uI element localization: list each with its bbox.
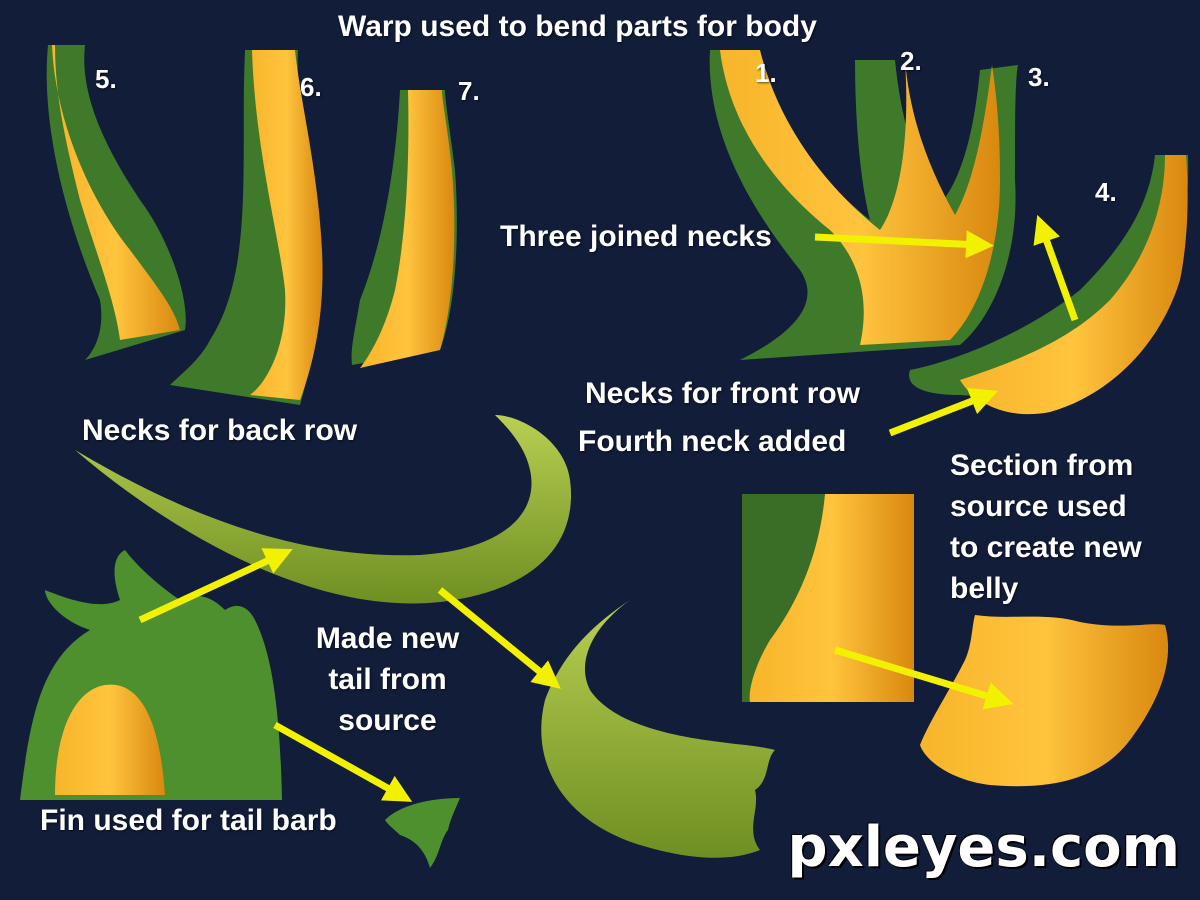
arrows [138,214,1079,802]
arrow-fourth-neck [888,388,999,437]
label-number-4: 4. [1095,177,1117,207]
label-number-6: 6. [300,72,322,102]
label-necks-back-row: Necks for back row [82,414,358,447]
arrow-fin-barb [273,721,413,802]
arrow-three-necks [814,230,994,259]
necks-1-2-3 [709,50,1018,360]
arrow-tail-down [437,587,561,689]
neck-7 [351,90,457,368]
label-number-3: 3. [1028,62,1050,92]
neck-4 [909,155,1189,415]
arrow-neck-4-up [1033,214,1079,322]
label-number-2: 2. [900,46,922,76]
source-tail-shape [75,415,572,604]
made-new-tail-line-3: source [338,704,437,737]
label-necks-front-row: Necks for front row [585,377,861,410]
label-fin-tail-barb: Fin used for tail barb [40,804,337,837]
arrow-tail-up [138,548,293,624]
made-new-tail-line-1: Made new [315,622,460,655]
label-number-1: 1. [755,58,777,88]
neck-6 [170,50,323,405]
new-belly-shape [920,615,1169,787]
section-source-line-2: source used [950,490,1127,523]
page-title: Warp used to bend parts for body [338,10,817,43]
label-number-7: 7. [458,76,480,106]
belly-source-section [742,494,914,702]
fin-sculpture [20,550,282,800]
tail-barb-shape [385,798,460,868]
label-fourth-neck-added: Fourth neck added [578,425,847,458]
label-number-5: 5. [95,64,117,94]
section-source-line-3: to create new [950,531,1142,564]
section-source-line-4: belly [950,572,1019,605]
arrow-belly [833,646,1014,710]
neck-5 [46,45,186,360]
label-three-joined-necks: Three joined necks [500,220,772,253]
label-section-source: Section from source used to create new b… [950,445,1142,609]
new-tail-shape [541,600,775,858]
section-source-line-1: Section from [950,449,1134,482]
watermark: pxleyes.com [787,815,1181,880]
label-made-new-tail: Made new tail from source [300,618,475,741]
made-new-tail-line-2: tail from [328,663,447,696]
